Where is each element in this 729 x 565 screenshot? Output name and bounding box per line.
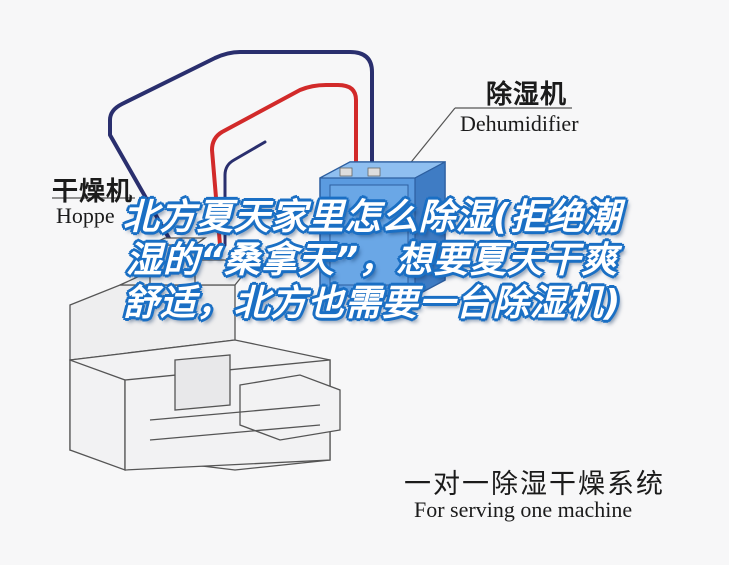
navy-pipe-inner [223,140,267,247]
system-caption-cn: 一对一除湿干燥系统 [404,469,665,500]
molding-machine [69,339,341,471]
dehumidifier-unit [319,161,446,297]
dehumidifier-label-cn: 除湿机 [486,80,568,110]
navy-pipe-outer [108,50,374,242]
red-pipe [210,83,358,247]
hopper-dryer [69,237,257,361]
hopper-label-cn: 干燥机 [52,177,134,207]
system-caption-en: For serving one machine [414,497,633,522]
dehumidifier-label-en: Dehumidifier [460,111,579,136]
hopper-label-en: Hoppe [56,203,115,228]
article-title-overlay: 北方夏天家里怎么除湿(拒绝潮湿的“桑拿天”，想要夏天干爽舒适，北方也需要一台除湿… [122,197,622,324]
